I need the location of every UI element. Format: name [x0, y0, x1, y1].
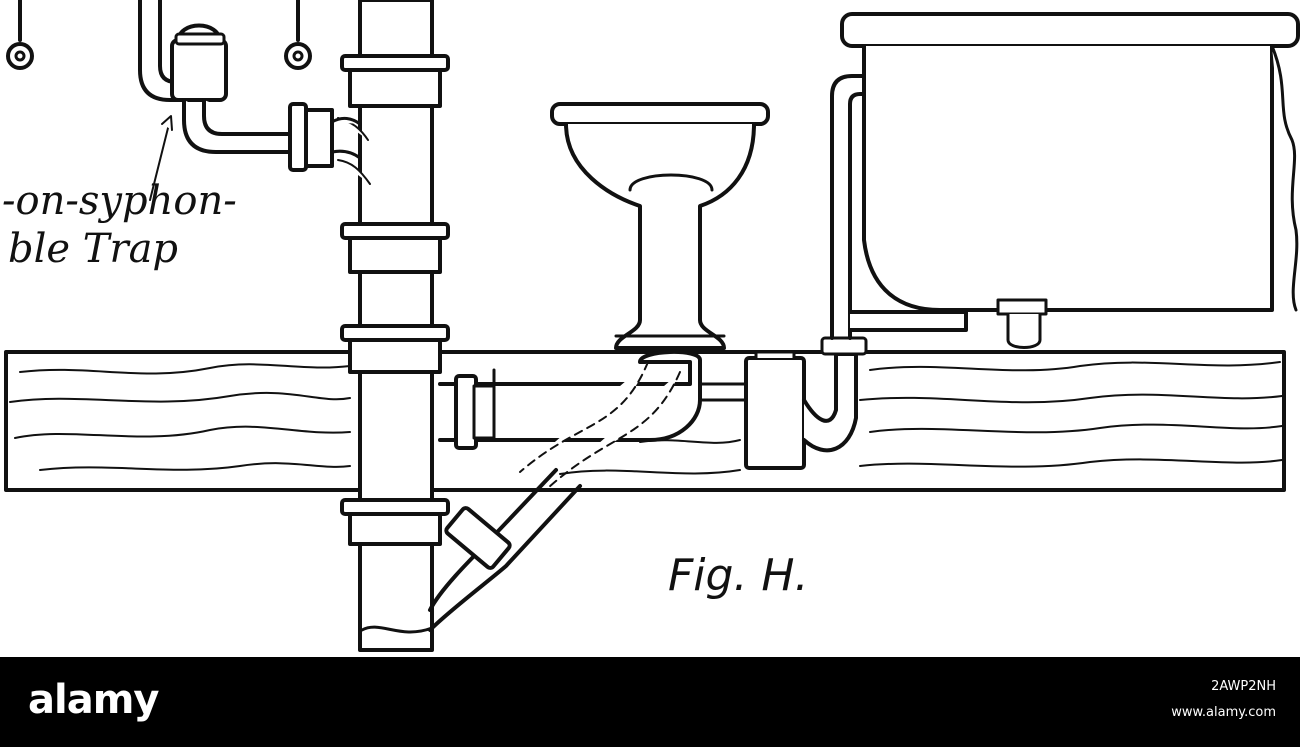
bath-drum-trap [744, 336, 868, 470]
trap-label-line2: ble Trap [8, 226, 178, 272]
trap-label-line1: -on-syphon- [2, 178, 237, 224]
figure-caption: Fig. H. [668, 550, 809, 601]
bath-tub [840, 12, 1300, 349]
water-closet [550, 102, 770, 350]
alamy-logo: alamy [28, 677, 159, 723]
illustration-svg: -on-syphon- ble Trap Fig. H. [2, 0, 1300, 652]
watermark-bar: alamy 2AWP2NH www.alamy.com [0, 657, 1300, 747]
anti-syphon-trap [138, 0, 362, 201]
soil-stack [337, 0, 450, 652]
site-url: www.alamy.com [1171, 705, 1276, 720]
closet-bend-branch [438, 350, 750, 489]
pull-chains [6, 0, 312, 70]
inclined-branch [428, 468, 582, 632]
image-id: 2AWP2NH [1211, 679, 1276, 694]
plumbing-illustration: -on-syphon- ble Trap Fig. H. [2, 0, 1300, 652]
